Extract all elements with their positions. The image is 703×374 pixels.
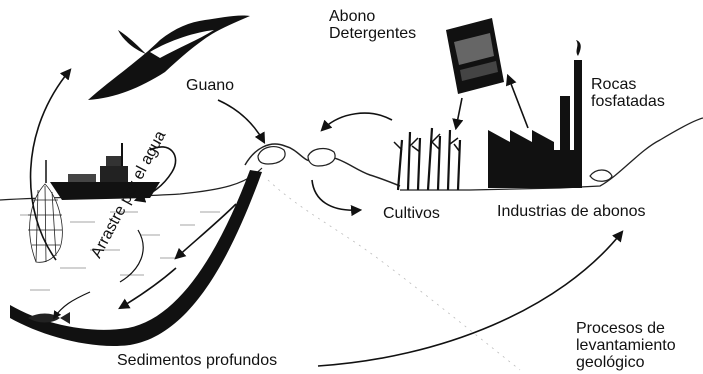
label-detergentes: Detergentes <box>329 25 416 42</box>
crops-icon <box>394 128 460 190</box>
label-sedimentos: Sedimentos profundos <box>117 352 277 369</box>
label-fosfatadas: fosfatadas <box>591 93 665 110</box>
fertilizer-bag-icon <box>446 18 504 94</box>
label-procesos: Procesos de levantamiento geológico <box>576 320 676 371</box>
label-procesos-1: Procesos de <box>576 320 676 337</box>
label-rocas-fosfatadas: Rocas fosfatadas <box>591 76 665 110</box>
label-abono: Abono <box>329 8 416 25</box>
label-procesos-2: levantamiento <box>576 337 676 354</box>
label-procesos-3: geológico <box>576 354 676 371</box>
label-guano: Guano <box>186 77 234 94</box>
fishing-net-icon <box>28 184 62 262</box>
label-industrias: Industrias de abonos <box>497 203 646 220</box>
label-rocas: Rocas <box>591 76 665 93</box>
label-cultivos: Cultivos <box>383 205 440 222</box>
label-abono-detergentes: Abono Detergentes <box>329 8 416 42</box>
factory-icon <box>488 40 582 188</box>
